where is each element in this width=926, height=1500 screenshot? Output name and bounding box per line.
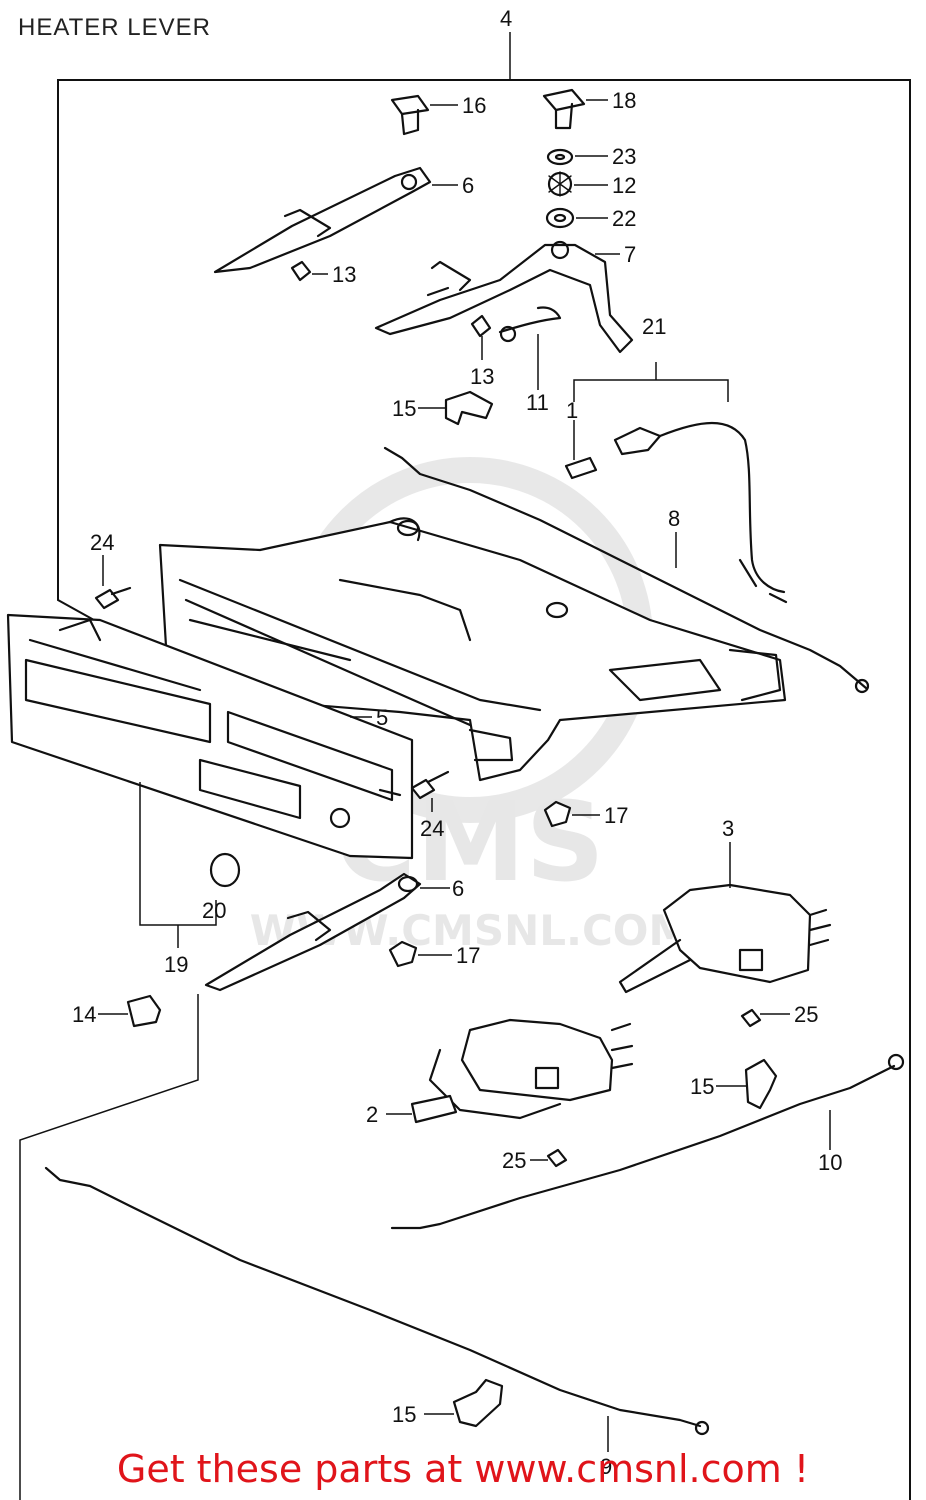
part-14-clip (98, 994, 162, 1028)
part-2-switch (386, 1018, 634, 1124)
part-17-nut-a (543, 800, 600, 828)
part-25-screw-a (740, 1008, 790, 1028)
page-title: HEATER LEVER (18, 14, 211, 41)
callout-17-upper: 17 (604, 803, 628, 828)
part-20-knob (209, 852, 241, 888)
part-3-switch (618, 842, 832, 994)
part-6-upper-lever (213, 166, 458, 274)
callout-25-upper: 25 (794, 1002, 818, 1027)
callout-24-right: 24 (420, 816, 444, 841)
footer-link-text[interactable]: Get these parts at www.cmsnl.com ! (116, 1447, 810, 1491)
callout-17-lower: 17 (456, 943, 480, 968)
callout-15-upper: 15 (392, 396, 416, 421)
callout-24-left: 24 (90, 530, 114, 555)
part-21-harness (564, 362, 788, 604)
part-6-lower-lever (204, 872, 450, 992)
callout-23: 23 (612, 144, 636, 169)
callout-5: 5 (376, 705, 388, 730)
part-18-clip (542, 88, 608, 130)
callout-13-middle: 13 (470, 364, 494, 389)
part-13-bushing-a (290, 260, 328, 282)
part-25-screw-b (530, 1148, 568, 1168)
part-13-bushing-b (470, 314, 492, 360)
callout-8: 8 (668, 506, 680, 531)
part-7-lever-bracket (374, 240, 634, 354)
part-23-washer (546, 148, 608, 166)
callout-4: 4 (500, 6, 512, 31)
callout-16: 16 (462, 93, 486, 118)
callout-11: 11 (526, 390, 549, 415)
callout-9: 9 (600, 1454, 612, 1479)
part-9-cable (44, 1166, 710, 1452)
callout-15-middle: 15 (690, 1074, 714, 1099)
callout-19: 19 (164, 952, 188, 977)
part-15-clip-a (418, 390, 494, 426)
part-24-screw-a (94, 555, 132, 610)
heater-bezel-panel (6, 613, 414, 860)
callout-10: 10 (818, 1150, 842, 1175)
part-10-cable (390, 1053, 905, 1230)
callout-2: 2 (366, 1102, 378, 1127)
part-12-star-washer (547, 171, 608, 197)
callout-20: 20 (202, 898, 226, 923)
part-11-spring (498, 306, 562, 390)
callout-1: 1 (566, 398, 578, 423)
callout-25-lower: 25 (502, 1148, 526, 1173)
callout-labels: 4 16 18 23 12 22 6 13 7 21 13 11 15 1 8 … (72, 6, 842, 1479)
part-19-long-leader (19, 994, 199, 1500)
part-17-nut-b (388, 940, 452, 968)
part-19-leader (139, 782, 217, 948)
part-22-washer (545, 207, 608, 229)
callout-13-upper: 13 (332, 262, 356, 287)
callout-15-lower: 15 (392, 1402, 416, 1427)
callout-6-upper: 6 (462, 173, 474, 198)
assembly-frame (57, 32, 911, 1500)
part-24-screw-b (410, 770, 450, 812)
callout-3: 3 (722, 816, 734, 841)
callout-21: 21 (642, 314, 666, 339)
callout-18: 18 (612, 88, 636, 113)
callout-14: 14 (72, 1002, 96, 1027)
callout-7: 7 (624, 242, 636, 267)
callout-22: 22 (612, 206, 636, 231)
part-15-clip-b (716, 1058, 778, 1110)
part-16-clip (390, 94, 458, 136)
callout-12: 12 (612, 173, 636, 198)
part-8-cable (383, 446, 870, 694)
callout-6-lower: 6 (452, 876, 464, 901)
part-15-clip-c (424, 1378, 504, 1428)
